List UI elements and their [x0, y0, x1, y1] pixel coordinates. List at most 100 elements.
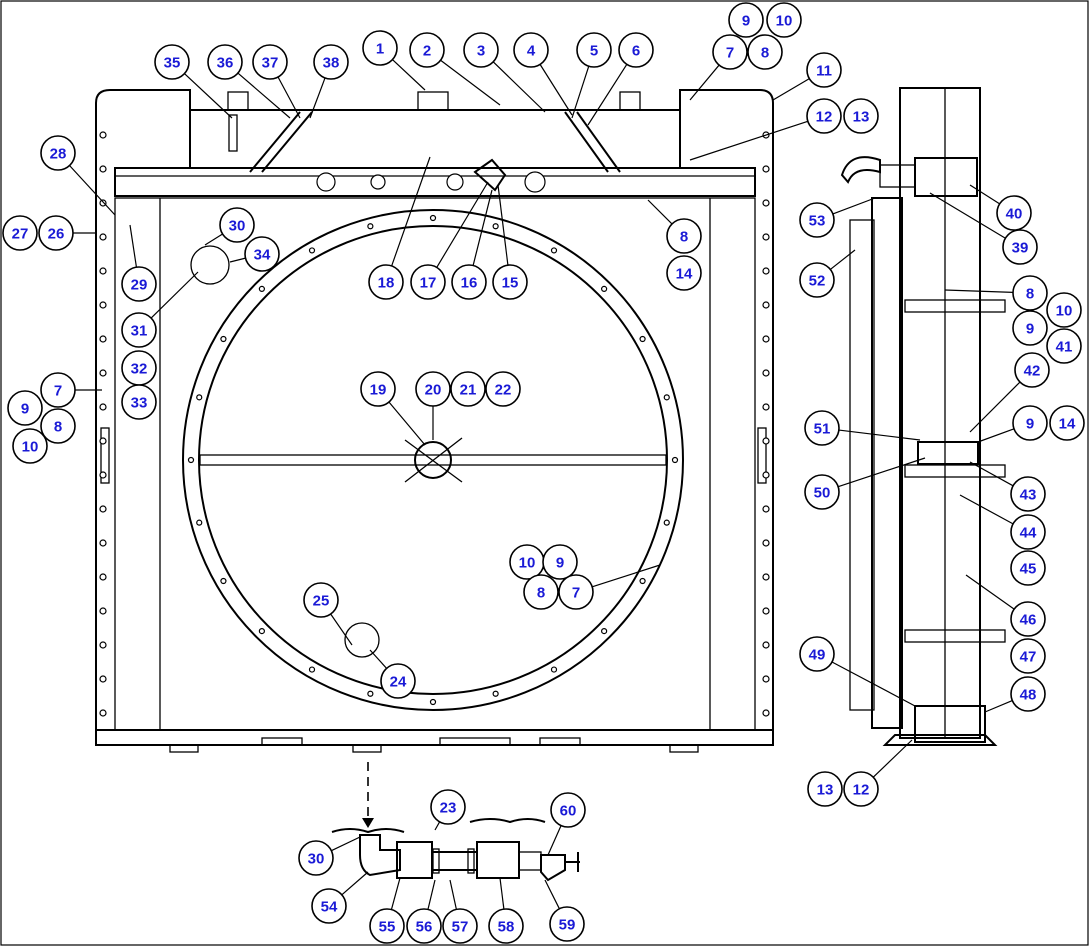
- drain-break-line: [331, 828, 405, 834]
- callout-circle: [843, 98, 879, 134]
- callout-leader-2: [440, 59, 501, 106]
- callout-56: 56: [406, 908, 442, 944]
- foot: [539, 737, 581, 746]
- callout-49: 49: [799, 636, 835, 672]
- bolt: [429, 214, 437, 222]
- bolt: [663, 519, 670, 526]
- callout-44: 44: [1010, 514, 1046, 550]
- bolt: [762, 403, 770, 411]
- bolt: [99, 233, 107, 241]
- callout-label: 10: [776, 13, 793, 30]
- callout-12: 12: [806, 98, 842, 134]
- bolt: [99, 641, 107, 649]
- callout-circle: [207, 44, 243, 80]
- callout-circle: [1010, 476, 1046, 512]
- callout-circle: [712, 34, 748, 70]
- bolt: [220, 335, 227, 343]
- callout-label: 9: [21, 401, 29, 418]
- sight-gauge: [228, 114, 238, 152]
- callout-label: 57: [452, 919, 469, 936]
- callout-label: 14: [1059, 416, 1076, 433]
- side-shroud-edge: [849, 219, 875, 711]
- callout-circle: [747, 34, 783, 70]
- bolt: [220, 577, 227, 585]
- bolt: [762, 335, 770, 343]
- callout-35: 35: [154, 44, 190, 80]
- bolt: [99, 437, 107, 445]
- callout-label: 54: [321, 899, 338, 916]
- callout-42: 42: [1014, 352, 1050, 388]
- callout-12: 12: [843, 771, 879, 807]
- tank-bracket: [619, 91, 641, 111]
- callout-25: 25: [303, 582, 339, 618]
- callout-leader-16: [472, 189, 493, 266]
- callout-circle: [1046, 328, 1082, 364]
- callout-label: 37: [262, 55, 279, 72]
- callout-circle: [362, 30, 398, 66]
- callout-circle: [806, 52, 842, 88]
- callout-leader-12: [872, 739, 913, 778]
- beam-hole: [524, 171, 546, 193]
- bolt: [762, 539, 770, 547]
- callout-8: 8: [40, 408, 76, 444]
- callout-33: 33: [121, 384, 157, 420]
- callout-51: 51: [804, 410, 840, 446]
- callout-circle: [1046, 292, 1082, 328]
- callout-circle: [1012, 405, 1048, 441]
- callout-circle: [799, 202, 835, 238]
- drain-break-line: [469, 818, 546, 824]
- callout-circle: [1049, 405, 1085, 441]
- callout-circle: [576, 32, 612, 68]
- callout-leader-55: [390, 877, 401, 910]
- callout-60: 60: [550, 792, 586, 828]
- beam-hole: [446, 173, 464, 191]
- callout-15: 15: [492, 264, 528, 300]
- callout-circle: [303, 582, 339, 618]
- callout-7: 7: [40, 372, 76, 408]
- bolt: [639, 335, 646, 343]
- callout-label: 10: [22, 439, 39, 456]
- callout-leader-18: [391, 156, 431, 267]
- callout-circle: [666, 255, 702, 291]
- callout-leader-38: [309, 77, 326, 119]
- side-strap: [904, 629, 1006, 643]
- foot: [439, 737, 511, 746]
- bolt: [99, 607, 107, 615]
- callout-circle: [219, 207, 255, 243]
- bolt: [550, 666, 558, 673]
- foot: [261, 737, 303, 746]
- callout-leader-28: [69, 165, 116, 216]
- callout-48: 48: [1010, 676, 1046, 712]
- callout-circle: [558, 574, 594, 610]
- bolt: [99, 709, 107, 717]
- callout-circle: [2, 215, 38, 251]
- callout-leader-58: [499, 877, 505, 910]
- callout-label: 33: [131, 395, 148, 412]
- callout-9: 9: [542, 544, 578, 580]
- callout-leader-51: [838, 429, 921, 441]
- callout-circle: [38, 215, 74, 251]
- callout-label: 60: [560, 803, 577, 820]
- callout-label: 19: [370, 382, 387, 399]
- callout-leader-60: [547, 825, 562, 856]
- callout-circle: [298, 840, 334, 876]
- callout-circle: [804, 410, 840, 446]
- side-strap: [904, 299, 1006, 313]
- callout-circle: [450, 371, 486, 407]
- side-hose-clamp: [879, 164, 916, 188]
- top-hose-fitting: [473, 158, 507, 192]
- bolt: [99, 131, 107, 139]
- callout-10: 10: [12, 428, 48, 464]
- callout-label: 8: [761, 45, 769, 62]
- drain-arrow: [362, 818, 374, 828]
- callout-10: 10: [1046, 292, 1082, 328]
- callout-circle: [406, 908, 442, 944]
- callout-14: 14: [1049, 405, 1085, 441]
- bolt: [762, 607, 770, 615]
- callout-label: 45: [1020, 561, 1037, 578]
- callout-38: 38: [313, 44, 349, 80]
- callout-label: 8: [680, 229, 688, 246]
